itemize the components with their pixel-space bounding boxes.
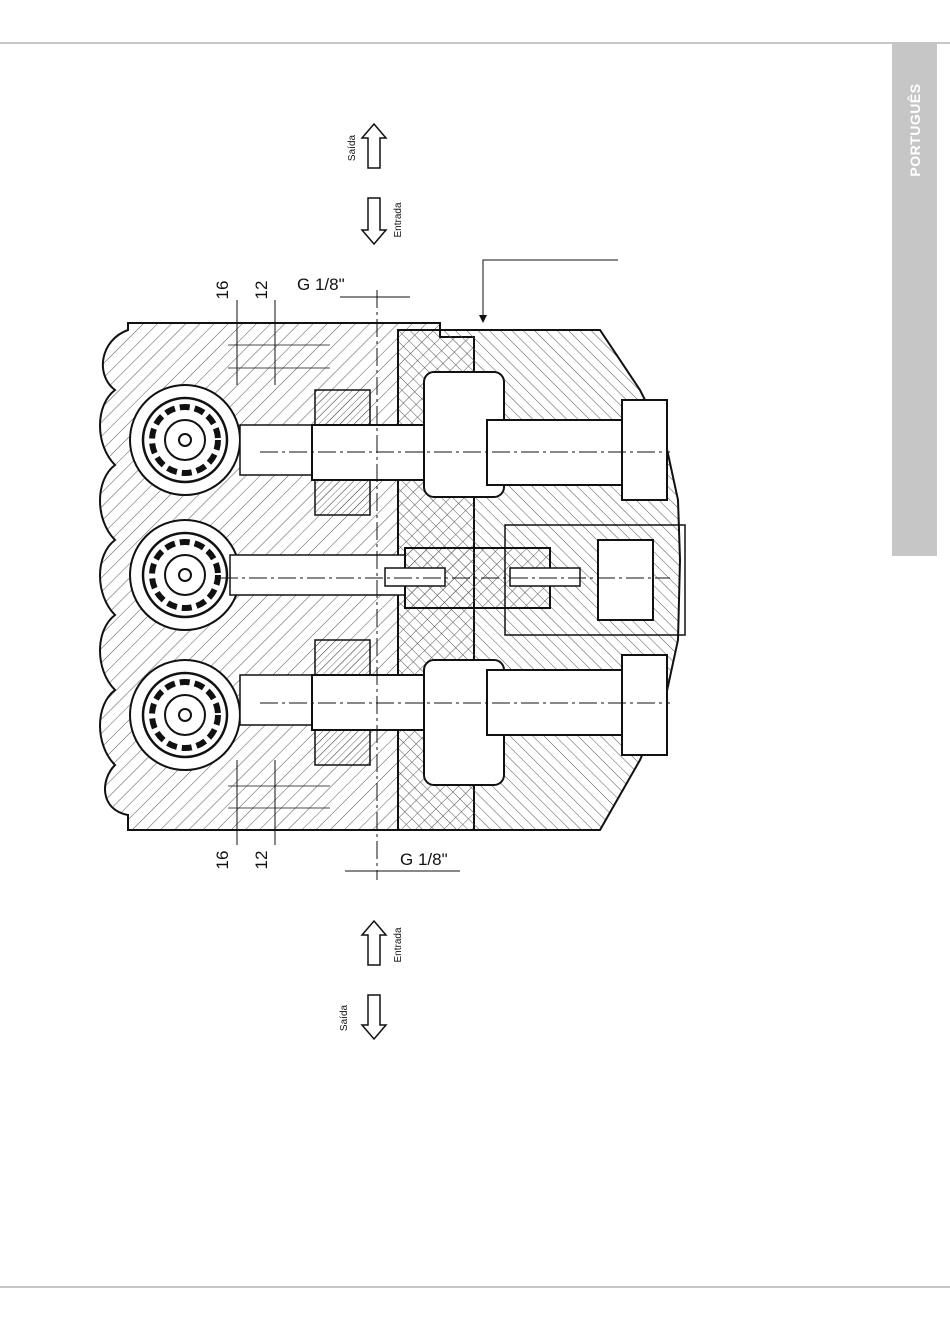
- inlet-label-top: Entrada: [393, 202, 404, 237]
- conrod-top: [622, 400, 667, 500]
- valve-top: [130, 385, 240, 495]
- dim-16-top: 16: [213, 281, 232, 300]
- conrod-bottom: [622, 655, 667, 755]
- dim-thread-top: G 1/8": [297, 275, 345, 294]
- screw-middle-right: [510, 568, 580, 586]
- outlet-label-top: Saída: [347, 134, 358, 161]
- dim-16-bottom: 16: [213, 851, 232, 870]
- inlet-arrow-top: [362, 198, 386, 244]
- dim-12-bottom: 12: [252, 851, 271, 870]
- leader-line: [483, 260, 618, 322]
- outlet-label-bottom: Saída: [339, 1004, 350, 1031]
- bore-middle: [230, 555, 405, 595]
- inlet-arrow-bottom: [362, 921, 386, 965]
- seal-pack-bottom-1: [315, 640, 370, 675]
- screw-middle-left: [385, 568, 445, 586]
- inlet-label-bottom: Entrada: [393, 927, 404, 962]
- dim-12-top: 12: [252, 281, 271, 300]
- outlet-arrow-top: [362, 124, 386, 168]
- valve-middle: [130, 520, 240, 630]
- seal-pack-top-1: [315, 390, 370, 425]
- valve-bottom: [130, 660, 240, 770]
- seal-pack-bottom-2: [315, 730, 370, 765]
- dim-thread-bottom: G 1/8": [400, 850, 448, 869]
- seal-pack-top-2: [315, 480, 370, 515]
- outlet-arrow-bottom: [362, 995, 386, 1039]
- crank-pin: [598, 540, 653, 620]
